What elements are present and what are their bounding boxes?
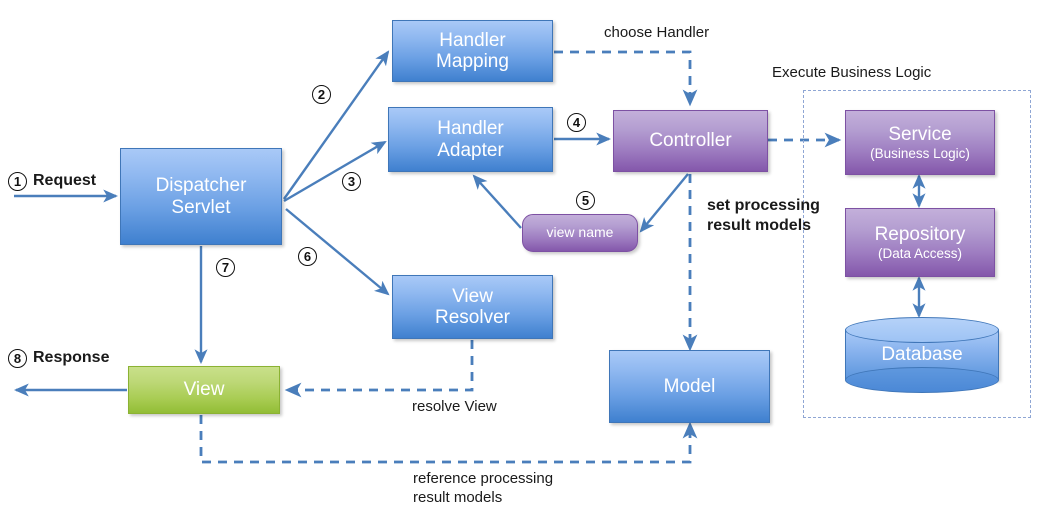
view-resolver-line2: Resolver <box>435 307 510 328</box>
node-view[interactable]: View <box>128 366 280 414</box>
view-label: View <box>183 379 225 401</box>
dashed-resolve-view <box>284 340 474 398</box>
handler-adapter-line2: Adapter <box>437 139 504 161</box>
step-number-4: 4 <box>567 113 586 132</box>
node-handler-adapter[interactable]: Handler Adapter <box>388 107 553 172</box>
node-view-resolver[interactable]: View Resolver <box>392 275 553 339</box>
arrow-6-view-resolver <box>285 208 390 296</box>
repository-sublabel: (Data Access) <box>877 245 963 261</box>
arrow-3-handler-adapter <box>283 140 387 203</box>
service-label: Service <box>888 124 952 146</box>
step-number-2: 2 <box>312 85 331 104</box>
label-response: Response <box>33 349 110 366</box>
model-label: Model <box>663 375 716 397</box>
step-number-7: 7 <box>216 258 235 277</box>
database-label: Database <box>881 344 963 365</box>
node-handler-mapping[interactable]: Handler Mapping <box>392 20 553 82</box>
dispatcher-servlet-line2: Servlet <box>171 196 231 218</box>
step-number-5: 5 <box>576 191 595 210</box>
step-number-1: 1 <box>8 172 27 191</box>
handler-adapter-line1: Handler <box>437 118 504 140</box>
label-resolve-view: resolve View <box>412 398 497 415</box>
arrow-viewname-to-handler-adapter <box>472 174 522 229</box>
step-number-6: 6 <box>298 247 317 266</box>
node-model[interactable]: Model <box>609 350 770 423</box>
dashed-reference-models <box>199 415 698 464</box>
label-request: Request <box>33 172 97 189</box>
node-dispatcher-servlet[interactable]: Dispatcher Servlet <box>120 148 282 245</box>
node-view-name[interactable]: view name <box>522 214 638 252</box>
view-name-label: view name <box>546 224 614 241</box>
label-set-processing-result-models: set processing result models <box>707 197 820 234</box>
service-sublabel: (Business Logic) <box>870 145 970 161</box>
repository-label: Repository <box>874 224 966 246</box>
node-database[interactable]: Database <box>845 317 999 393</box>
node-service[interactable]: Service (Business Logic) <box>845 110 995 175</box>
database-cylinder-bottom <box>845 367 999 393</box>
label-execute-business-logic: Execute Business Logic <box>772 64 932 81</box>
step-number-3: 3 <box>342 172 361 191</box>
node-repository[interactable]: Repository (Data Access) <box>845 208 995 277</box>
database-cylinder-top <box>845 317 999 343</box>
arrow-controller-to-viewname <box>639 173 689 233</box>
label-choose-handler: choose Handler <box>604 24 710 41</box>
label-reference-processing-result-models: reference processing result models <box>413 470 554 506</box>
step-number-8: 8 <box>8 349 27 368</box>
dashed-choose-handler <box>554 50 698 107</box>
dispatcher-servlet-line1: Dispatcher <box>155 175 247 197</box>
handler-mapping-line1: Handler <box>439 29 506 51</box>
handler-mapping-line2: Mapping <box>436 51 509 72</box>
arrow-2-handler-mapping <box>283 50 390 200</box>
controller-label: Controller <box>649 130 732 152</box>
execute-business-logic-group <box>803 90 1031 418</box>
node-controller[interactable]: Controller <box>613 110 768 172</box>
view-resolver-line1: View <box>452 285 493 307</box>
